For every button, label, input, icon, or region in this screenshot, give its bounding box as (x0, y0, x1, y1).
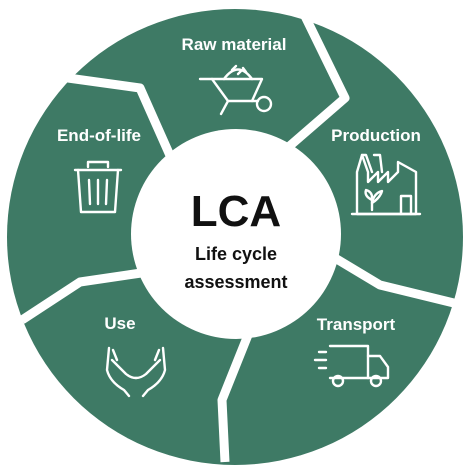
divider-endoflife-raw (67, 73, 185, 180)
stage-label-use: Use (104, 314, 135, 333)
trash-bin-icon (73, 160, 123, 214)
open-hands-icon (105, 346, 167, 398)
divider-transport-use (217, 308, 263, 463)
center-subtitle-line1: Life cycle (195, 244, 277, 264)
stage-label-transport: Transport (317, 315, 396, 334)
center-subtitle-line2: assessment (184, 272, 287, 292)
stage-label-production: Production (331, 126, 421, 145)
center-disc (131, 129, 341, 339)
stage-label-end-of-life: End-of-life (57, 126, 141, 145)
center-title: LCA (191, 187, 281, 236)
wheelbarrow-icon (198, 64, 273, 116)
factory-icon (350, 153, 422, 216)
delivery-truck-icon (313, 344, 390, 388)
stage-label-raw-material: Raw material (182, 35, 287, 54)
